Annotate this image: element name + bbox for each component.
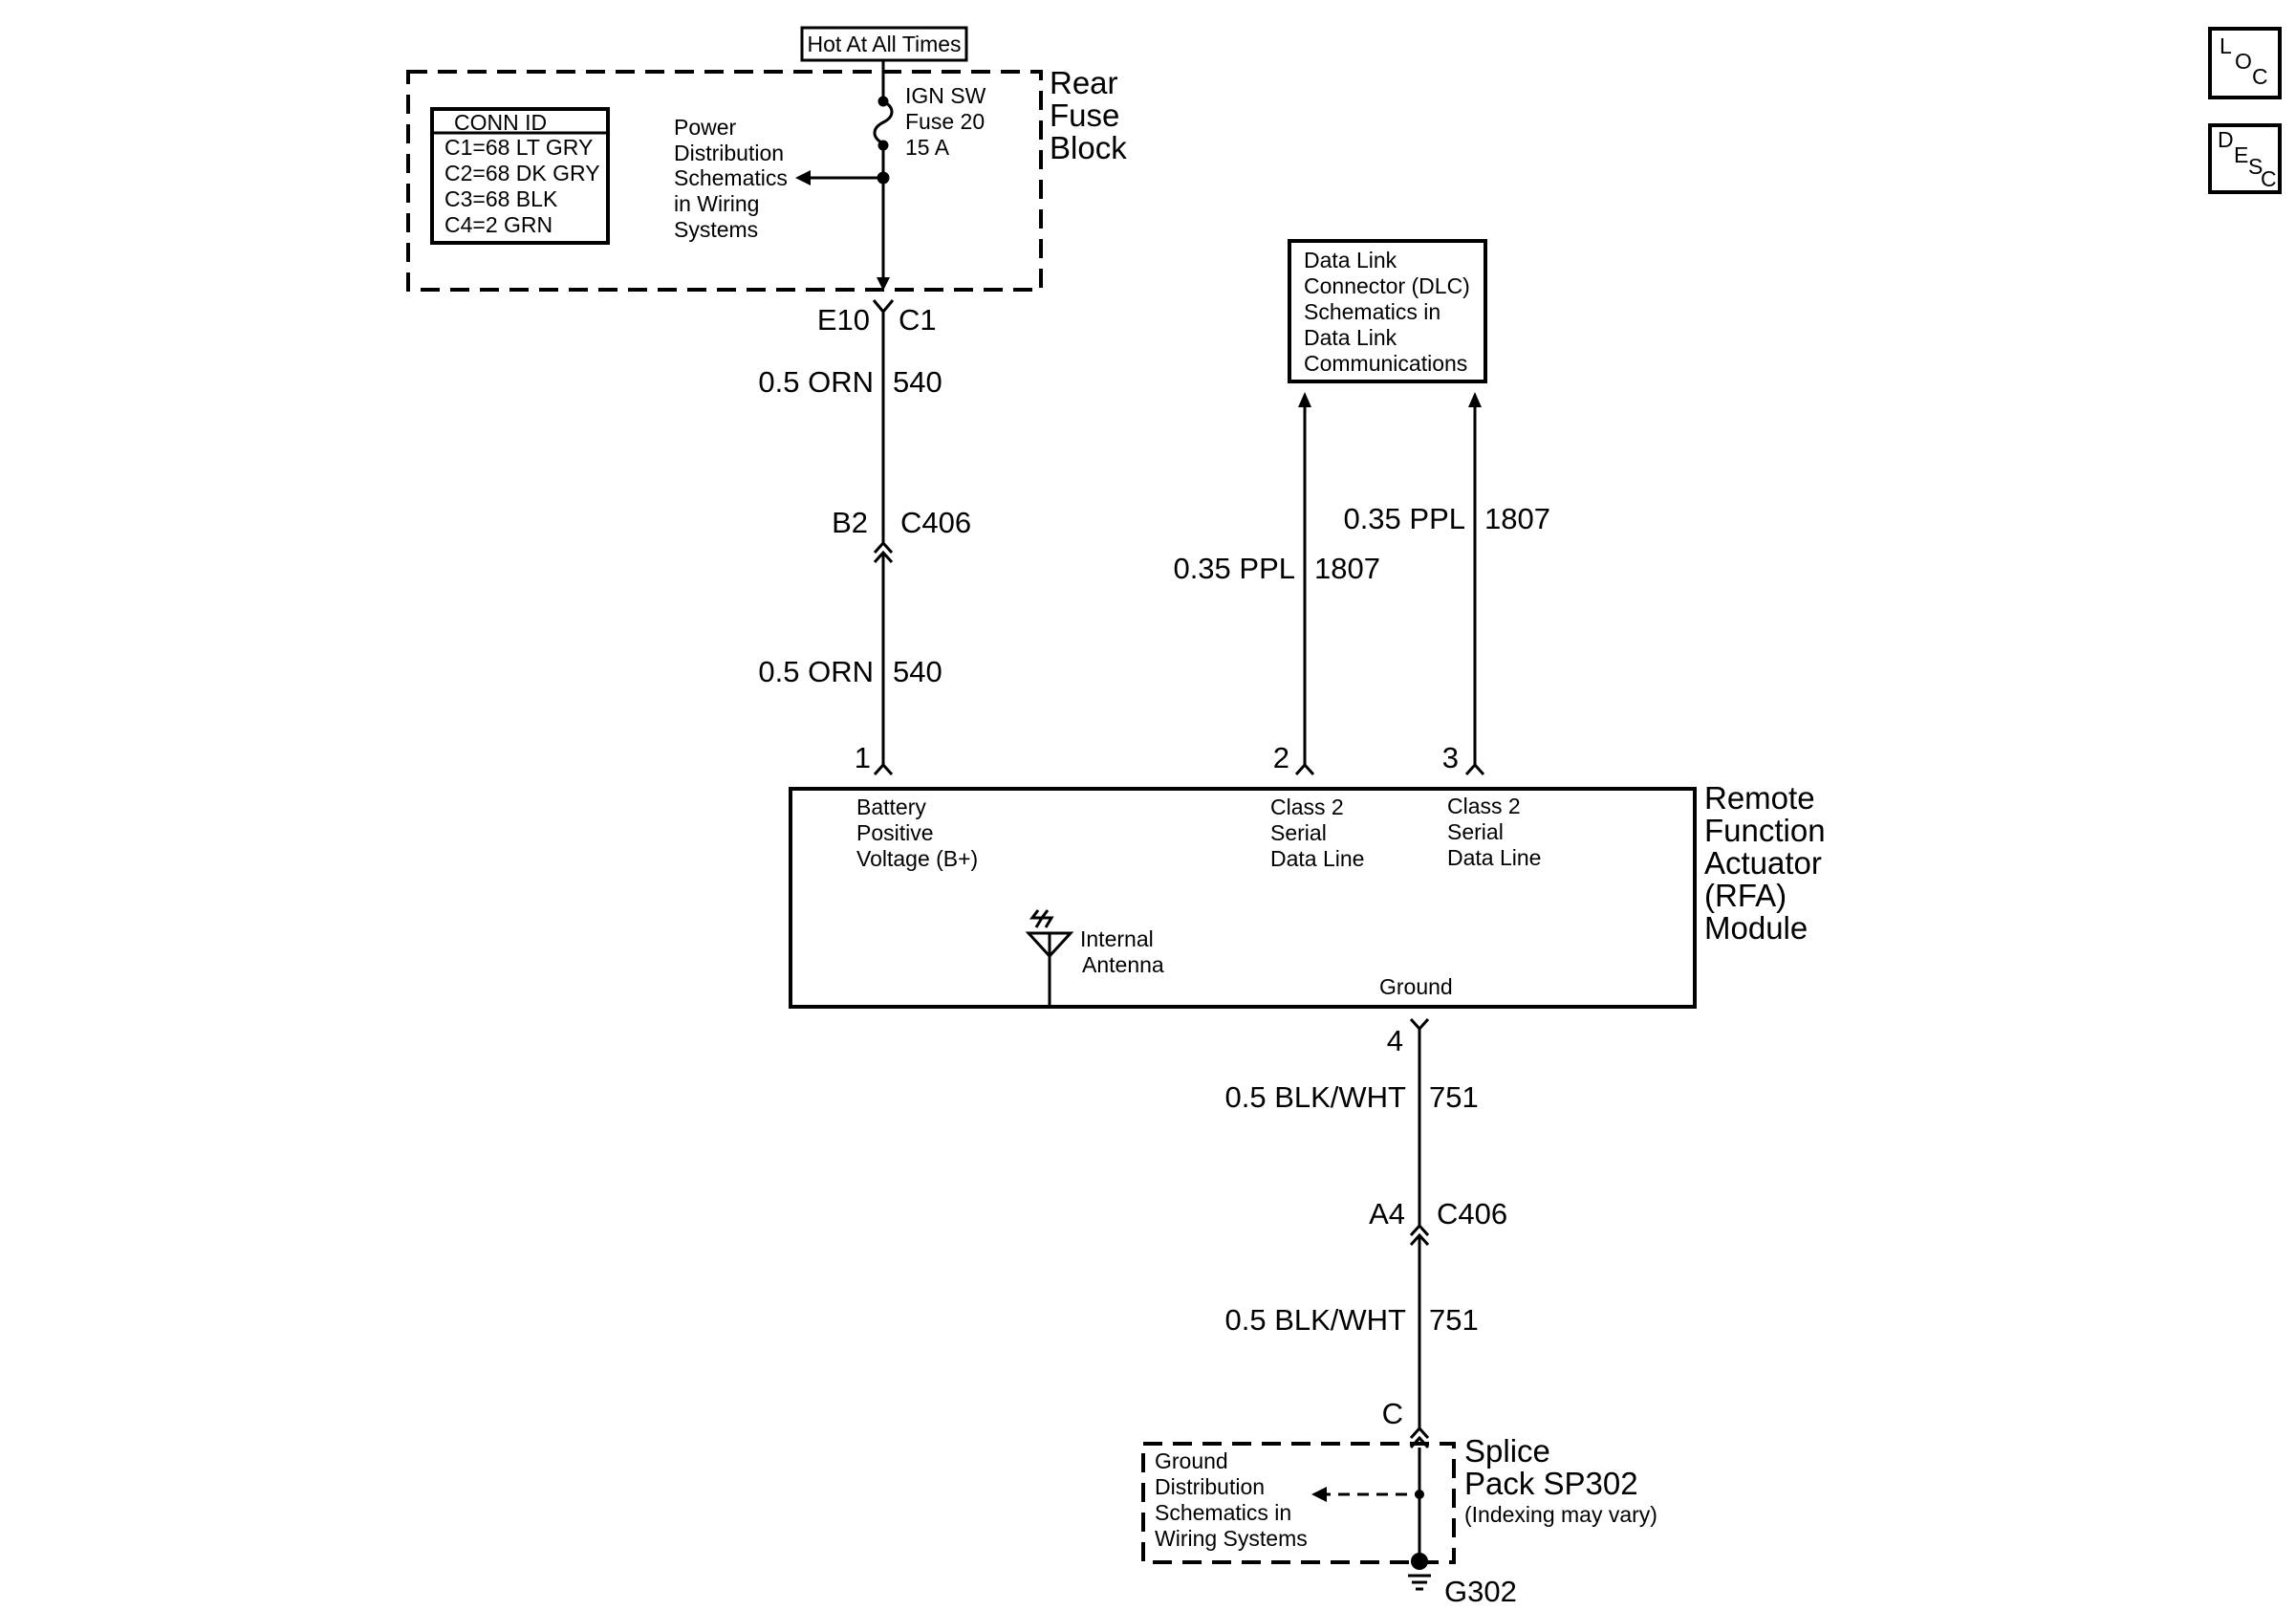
svg-text:D: D [2218, 127, 2234, 152]
pin-2-function: Class 2 Serial Data Line [1270, 795, 1364, 871]
fuse-label: IGN SW Fuse 20 15 A [905, 83, 992, 160]
circuit-1807-pin-2: 0.35 PPL 1807 2 [1173, 392, 1380, 776]
inline-c406-label: C406 [900, 506, 971, 539]
conn-id-row: C1=68 LT GRY [444, 135, 593, 160]
conn-id-row: C2=68 DK GRY [444, 161, 600, 185]
wire-540-upper-gauge: 0.5 ORN [758, 365, 874, 399]
rfa-module-title: Remote Function Actuator (RFA) Module [1704, 780, 1834, 946]
svg-text:L: L [2220, 33, 2232, 58]
connector-c1-label: C1 [899, 303, 937, 337]
pin-2-terminal [1294, 762, 1315, 776]
ground-distribution-reference: Ground Distribution Schematics in Wiring… [1155, 1448, 1308, 1551]
wire-1807-b-circuit: 1807 [1484, 502, 1550, 535]
pin-3-label: 3 [1442, 741, 1459, 774]
conn-id-table: CONN ID C1=68 LT GRY C2=68 DK GRY C3=68 … [430, 107, 610, 245]
pin-4-terminal [1409, 1017, 1430, 1032]
pin-1-label: 1 [855, 741, 871, 774]
pin-4-label: 4 [1387, 1024, 1403, 1057]
inline-pin-a4-label: A4 [1369, 1197, 1405, 1230]
circuit-540: E10 C1 0.5 ORN 540 B2 C406 0.5 ORN 540 1 [758, 299, 971, 776]
ground-symbol-icon [1408, 1574, 1431, 1591]
conn-id-row: C4=2 GRN [444, 212, 552, 237]
ground-g302-node [1411, 1553, 1428, 1570]
pin-2-label: 2 [1273, 741, 1289, 774]
fuse-block-title: Rear Fuse Block [1050, 65, 1129, 165]
svg-text:C: C [2261, 166, 2277, 191]
wire-540-lower-gauge: 0.5 ORN [758, 655, 874, 688]
wire-751-upper-circuit: 751 [1429, 1080, 1479, 1114]
circuit-751: 4 0.5 BLK/WHT 751 A4 C406 0.5 BLK/WHT 75… [1225, 1017, 1507, 1449]
module-ground-label: Ground [1379, 974, 1453, 999]
desc-icon[interactable]: D E S C [2208, 123, 2282, 194]
wire-751-lower-circuit: 751 [1429, 1303, 1479, 1337]
pin-3-terminal [1464, 762, 1485, 776]
power-distribution-reference: Power Distribution Schematics in Wiring … [674, 115, 793, 242]
splice-indexing-note: (Indexing may vary) [1464, 1502, 1657, 1527]
ground-g302-label: G302 [1444, 1575, 1517, 1608]
fuse-block-output-arrow [877, 277, 890, 291]
hot-at-all-times-box [800, 26, 968, 62]
splice-pack-title: Splice Pack SP302 [1464, 1433, 1638, 1501]
internal-antenna-label: Internal Antenna [1080, 926, 1164, 977]
internal-antenna-icon [1025, 909, 1074, 1007]
pin-1-terminal [873, 762, 894, 776]
wire-540-lower-circuit: 540 [893, 655, 942, 688]
inline-c406-b-label: C406 [1437, 1197, 1507, 1230]
wire-1807-a-gauge: 0.35 PPL [1173, 552, 1295, 585]
svg-text:O: O [2235, 49, 2252, 74]
svg-text:C: C [2252, 64, 2268, 89]
ground-distribution-arrow [1311, 1487, 1419, 1502]
wire-751-upper-gauge: 0.5 BLK/WHT [1225, 1080, 1407, 1114]
dlc-reference-text: Data Link Connector (DLC) Schematics in … [1304, 248, 1476, 376]
power-distribution-arrow [795, 170, 883, 185]
rfa-module: Battery Positive Voltage (B+) Class 2 Se… [789, 780, 1834, 1009]
svg-text:S: S [2248, 154, 2263, 179]
rfa-module-box [789, 787, 1697, 1009]
conn-id-row: C3=68 BLK [444, 186, 558, 211]
circuit-1807-pin-3: 0.35 PPL 1807 3 [1343, 392, 1550, 776]
conn-id-header: CONN ID [454, 110, 547, 135]
svg-text:E: E [2234, 142, 2248, 167]
data-link-connector-reference: Data Link Connector (DLC) Schematics in … [1288, 239, 1487, 383]
inline-pin-b2-label: B2 [832, 506, 868, 539]
connector-e10-label: E10 [817, 303, 870, 337]
wire-1807-a-circuit: 1807 [1314, 552, 1380, 585]
wire-751-lower-gauge: 0.5 BLK/WHT [1225, 1303, 1407, 1337]
rear-fuse-block: Hot At All Times Rear Fuse Block CONN ID… [406, 26, 1129, 292]
pin-3-function: Class 2 Serial Data Line [1447, 794, 1541, 870]
connector-c1-symbol [872, 299, 895, 315]
wire-1807-b-gauge: 0.35 PPL [1343, 502, 1465, 535]
splice-pin-c-label: C [1382, 1397, 1403, 1430]
splice-pack-sp302: Ground Distribution Schematics in Wiring… [1141, 1433, 1657, 1608]
pin-1-function: Battery Positive Voltage (B+) [856, 795, 978, 871]
loc-icon[interactable]: L O C [2208, 27, 2282, 99]
fuse-symbol [873, 60, 894, 279]
hot-at-all-times-label: Hot At All Times [807, 32, 961, 56]
splice-pack-dashed-border [1141, 1442, 1456, 1564]
wire-540-upper-circuit: 540 [893, 365, 942, 399]
fuse-block-dashed-border [406, 70, 1043, 292]
